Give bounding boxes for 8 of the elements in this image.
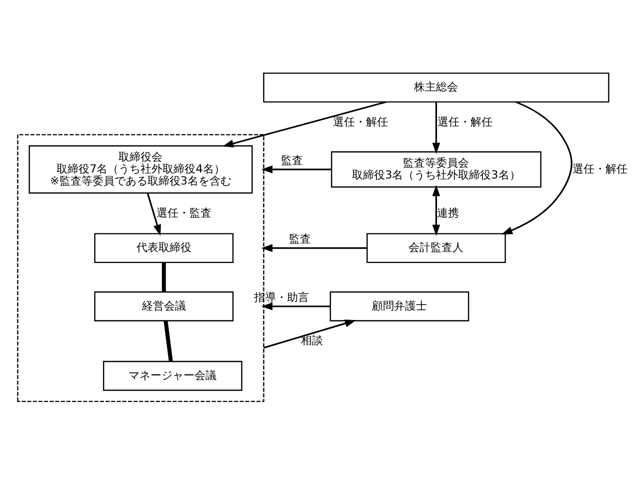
edge-label: 監査 [289, 232, 312, 246]
edge-label: 選任・解任 [572, 162, 628, 175]
edge-label: 選任・解任 [437, 114, 492, 128]
edge-label: 監査 [280, 153, 303, 166]
edge-label: 相談 [301, 334, 324, 347]
edge-label: 選任・解任 [332, 114, 388, 128]
edge-label: 連携 [436, 206, 459, 219]
edge-label: 選任・監査 [156, 206, 212, 219]
